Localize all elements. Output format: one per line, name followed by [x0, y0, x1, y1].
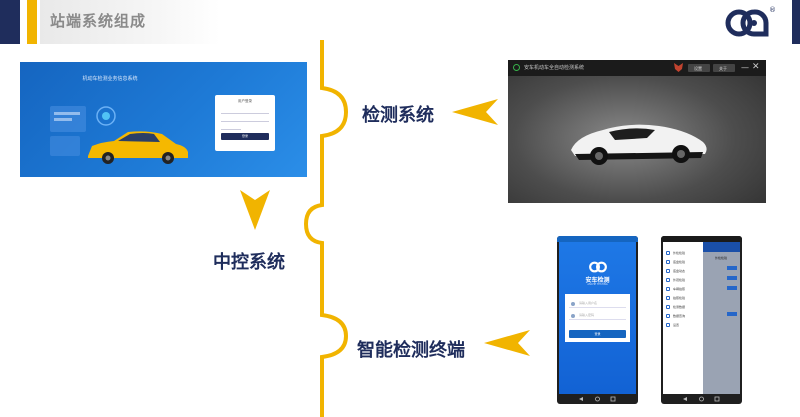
action-pill[interactable] [727, 276, 737, 280]
web-system-title: 机动车检测业务信息系统 [82, 76, 138, 82]
menu-item[interactable]: 设置 [666, 322, 702, 328]
phone-username-input[interactable]: 请输入用户名 [569, 300, 626, 308]
settings-button-label: 设置 [694, 65, 702, 71]
menu-item-icon [666, 251, 670, 255]
about-button[interactable]: 关于 [713, 64, 735, 72]
label-detection-system: 检测系统 [362, 105, 434, 126]
label-smart-terminal: 智能检测终端 [357, 340, 465, 361]
password-field[interactable] [221, 117, 269, 122]
web-login-screenshot: 机动车检测业务信息系统 用户登录 登录 [20, 62, 307, 177]
close-icon[interactable]: ✕ [752, 62, 760, 72]
desktop-app-screenshot: 安车机动车全自动检测系统 设置 关于 — ✕ [508, 60, 766, 203]
lock-icon [571, 314, 575, 318]
minimize-icon[interactable]: — [741, 63, 749, 72]
menu-item-label: 底盘动态 [673, 269, 686, 273]
sports-car-icon [571, 124, 707, 165]
header-right-accent [792, 0, 800, 44]
content-panel-title: 外检检验 [715, 256, 728, 260]
page-title: 站端系统组成 [50, 12, 147, 30]
settings-button[interactable]: 设置 [688, 64, 710, 72]
yellow-car-icon [88, 131, 188, 164]
phone-nav-bar [683, 396, 720, 402]
phone-login-button[interactable]: 登录 [569, 330, 626, 338]
header-accent-navy [0, 0, 20, 44]
label-central-system: 中控系统 [213, 252, 285, 273]
dashboard-illustration-icon [50, 106, 116, 156]
content-panel [703, 242, 740, 394]
menu-item-icon [666, 296, 670, 300]
menu-item-icon [666, 305, 670, 309]
menu-item-label: 外观检验 [673, 278, 686, 282]
user-icon [571, 302, 575, 306]
phone-login-button-label: 登录 [594, 332, 601, 336]
menu-item[interactable]: 外检检验 [666, 250, 702, 256]
menu-item-label: 外检检验 [673, 251, 686, 255]
menu-item[interactable]: 底盘检验 [666, 259, 702, 265]
phone-menu-screen: 外检检验 外检检验 底盘检验 底盘动态 外观检验 车辆 [663, 242, 740, 394]
menu-item-icon [666, 260, 670, 264]
menu-item-icon [666, 287, 670, 291]
arrow-left-icon [452, 99, 498, 125]
menu-item[interactable]: 数据查询 [666, 313, 702, 319]
phone-login-form: 请输入用户名 请输入密码 登录 [565, 294, 630, 342]
phone-login-screenshot: 安车检测 ANCHE TESTING 请输入用户名 请输入密码 登录 [557, 236, 638, 404]
arrow-down-icon [240, 190, 270, 230]
menu-item-icon [666, 278, 670, 282]
menu-item[interactable]: 外观检验 [666, 277, 702, 283]
menu-item-icon [666, 269, 670, 273]
app-titlebar: 安车机动车全自动检测系统 设置 关于 — ✕ [508, 60, 766, 76]
arrow-left-icon [484, 330, 530, 356]
action-pill[interactable] [727, 286, 737, 290]
captcha-field[interactable] [221, 125, 241, 130]
header-title-band [40, 0, 220, 44]
phone-nav-bar [579, 396, 616, 402]
username-placeholder: 请输入用户名 [579, 301, 598, 305]
menu-item-label: 数据查询 [673, 314, 686, 318]
menu-item-label: 车辆拍照 [673, 287, 686, 291]
login-card: 用户登录 登录 [215, 95, 275, 151]
menu-item-label: 检测数据 [673, 305, 686, 309]
mascot-icon [674, 63, 683, 72]
phone-password-input[interactable]: 请输入密码 [569, 312, 626, 320]
login-card-title: 用户登录 [238, 99, 252, 103]
app-status-icon [513, 64, 520, 71]
app-brand-subtitle: ANCHE TESTING [587, 283, 608, 286]
phone-menu-screenshot: 外检检验 外检检验 底盘检验 底盘动态 外观检验 车辆 [661, 236, 742, 404]
app-brand-name: 安车检测 [585, 277, 610, 284]
about-button-label: 关于 [719, 65, 727, 71]
app-logo-icon [589, 261, 607, 273]
menu-item-label: 底盘检验 [673, 260, 686, 264]
header-accent-gold [27, 0, 37, 44]
menu-item-icon [666, 314, 670, 318]
menu-item-label: 设置 [673, 323, 680, 327]
login-button-label: 登录 [241, 134, 248, 138]
registered-mark: ® [769, 6, 776, 14]
menu-item-icon [666, 323, 670, 327]
action-pill[interactable] [727, 266, 737, 270]
phone-status-bar [661, 236, 742, 242]
menu-item[interactable]: 车辆拍照 [666, 286, 702, 292]
action-pill[interactable] [727, 312, 737, 316]
menu-item[interactable]: 检测数据 [666, 304, 702, 310]
menu-item-label: 拍照检验 [673, 296, 686, 300]
content-panel-topbar [703, 242, 740, 252]
company-logo-icon [725, 9, 769, 37]
phone-status-bar [557, 236, 638, 242]
password-placeholder: 请输入密码 [579, 313, 595, 317]
username-field[interactable] [221, 109, 269, 114]
app-title: 安车机动车全自动检测系统 [524, 65, 585, 71]
menu-item[interactable]: 底盘动态 [666, 268, 702, 274]
nav-drawer: 外检检验 底盘检验 底盘动态 外观检验 车辆拍照 拍照检验 [663, 242, 703, 394]
login-button[interactable]: 登录 [221, 133, 269, 140]
menu-item[interactable]: 拍照检验 [666, 295, 702, 301]
phone-login-screen: 安车检测 ANCHE TESTING 请输入用户名 请输入密码 登录 [559, 242, 636, 394]
